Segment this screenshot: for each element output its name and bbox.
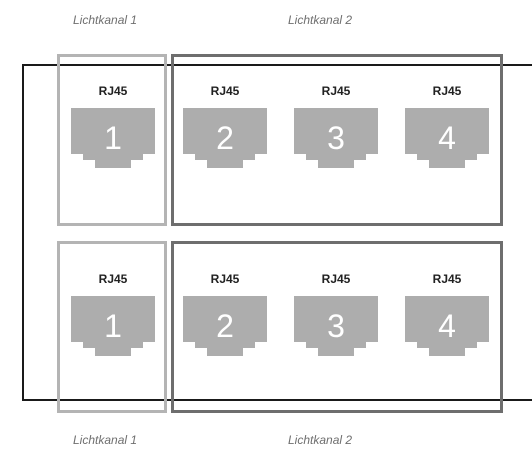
port-number: 1 <box>104 120 122 156</box>
port-type-label: RJ45 <box>432 84 462 98</box>
port-number: 4 <box>438 120 456 156</box>
port-number: 3 <box>327 120 345 156</box>
channel-2-frame-top <box>171 54 503 226</box>
channel-2-label-bottom: Lichtkanal 2 <box>288 433 353 447</box>
port-type-label: RJ45 <box>321 272 351 286</box>
rj45-connector-icon <box>405 296 489 356</box>
channel-1-frame-top <box>57 54 167 226</box>
port-number: 2 <box>216 308 234 344</box>
rj45-connector-icon <box>183 296 267 356</box>
port-number: 2 <box>216 120 234 156</box>
rj45-port: RJ45 2 <box>183 272 267 362</box>
rj45-connector-icon <box>294 296 378 356</box>
rj45-connector-icon <box>405 108 489 168</box>
port-type-label: RJ45 <box>98 272 128 286</box>
port-number: 3 <box>327 308 345 344</box>
rj45-port: RJ45 3 <box>294 84 378 174</box>
rj45-port: RJ45 1 <box>71 272 155 362</box>
rj45-port: RJ45 3 <box>294 272 378 362</box>
port-type-label: RJ45 <box>321 84 351 98</box>
port-number: 1 <box>104 308 122 344</box>
channel-1-label-bottom: Lichtkanal 1 <box>73 433 138 447</box>
channel-2-label-top: Lichtkanal 2 <box>288 13 353 27</box>
port-type-label: RJ45 <box>98 84 128 98</box>
rj45-port: RJ45 4 <box>405 272 489 362</box>
rj45-connector-icon <box>294 108 378 168</box>
rj45-port: RJ45 2 <box>183 84 267 174</box>
channel-2-frame-bottom <box>171 241 503 413</box>
rj45-port: RJ45 1 <box>71 84 155 174</box>
rj45-connector-icon <box>183 108 267 168</box>
rj45-port: RJ45 4 <box>405 84 489 174</box>
device-outline <box>22 64 532 401</box>
port-type-label: RJ45 <box>210 84 240 98</box>
port-number: 4 <box>438 308 456 344</box>
channel-1-frame-bottom <box>57 241 167 413</box>
channel-1-label-top: Lichtkanal 1 <box>73 13 138 27</box>
port-type-label: RJ45 <box>210 272 240 286</box>
rj45-connector-icon <box>71 108 155 168</box>
rj45-connector-icon <box>71 296 155 356</box>
port-type-label: RJ45 <box>432 272 462 286</box>
